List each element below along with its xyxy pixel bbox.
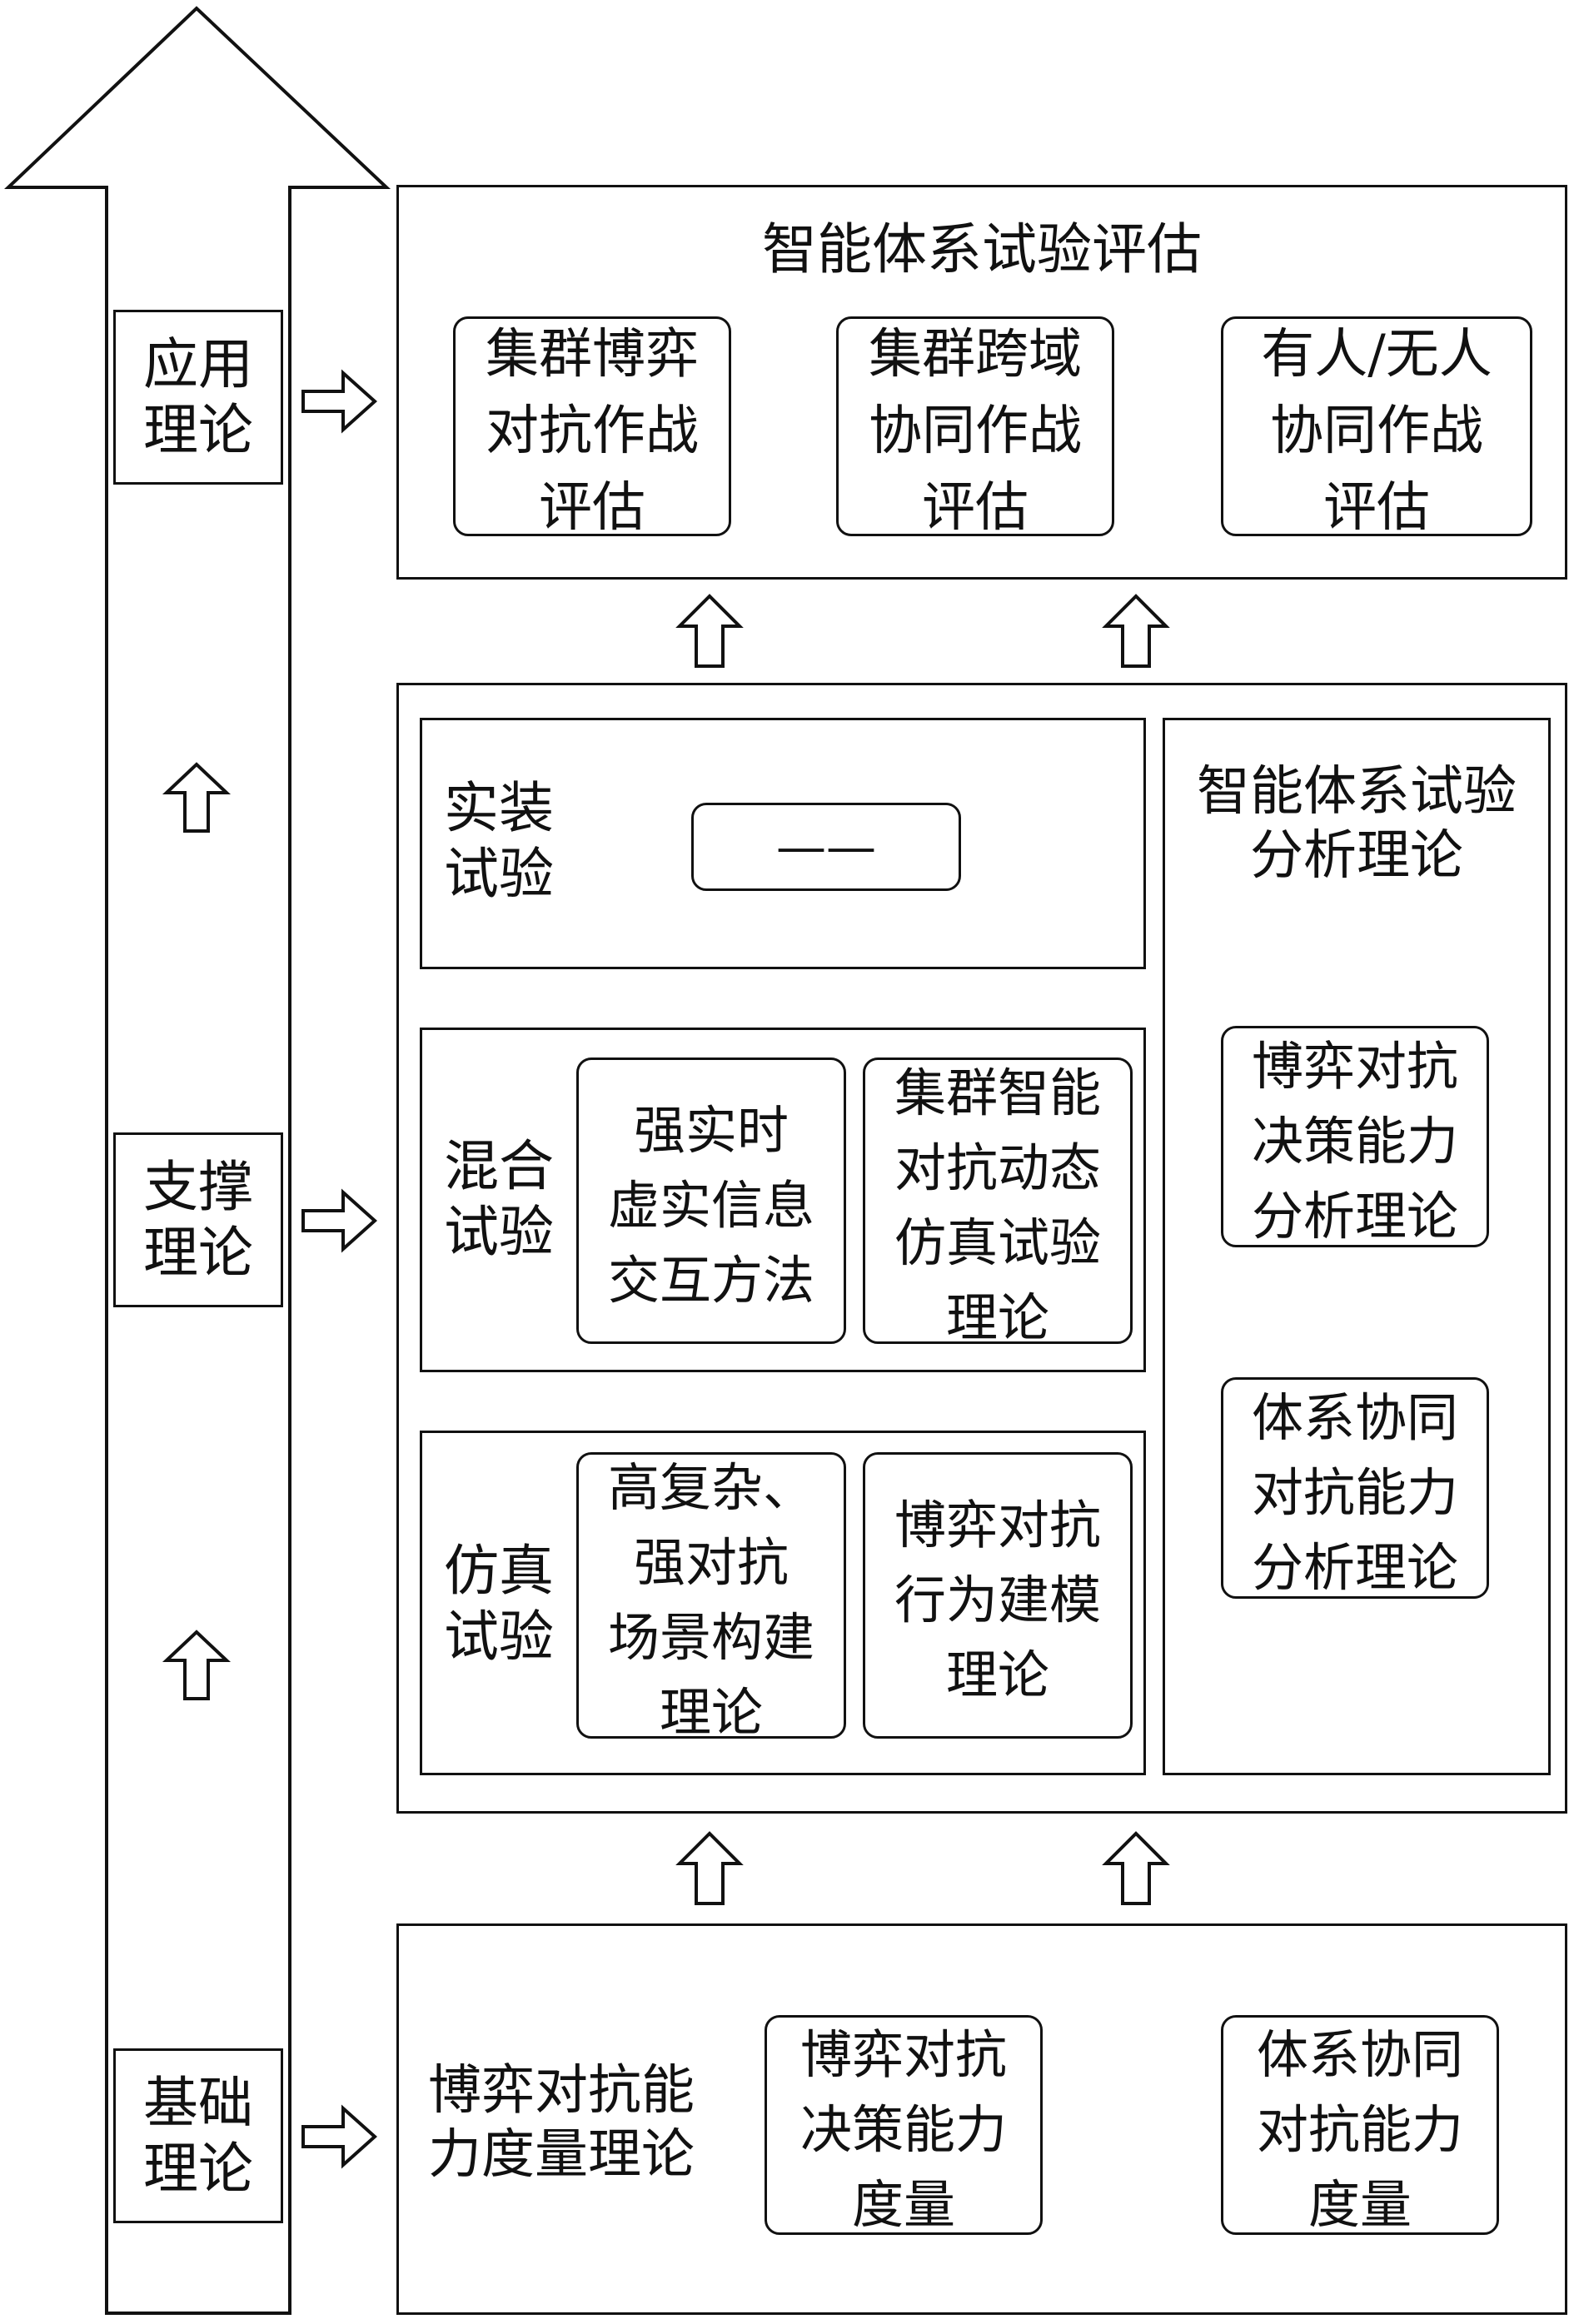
up-arrow-bottom-mid-2 [1102,1831,1170,1905]
up-arrow-mid-top-2 [1102,594,1170,668]
analysis-item-2: 体系协同 对抗能力 分析理论 [1221,1377,1489,1599]
up-arrow-bottom-mid-1 [675,1831,744,1905]
top-item-1: 集群博弈 对抗作战 评估 [453,316,731,539]
hybrid-test-label: 混合 试验 [444,1133,554,1264]
up-arrow-small-2 [162,1630,232,1700]
level-foundation: 基础 理论 [113,2048,283,2223]
up-arrow-small-1 [162,762,232,833]
bottom-item-1: 博弈对抗 决策能力 度量 [765,2015,1043,2235]
top-item-2: 集群跨域 协同作战 评估 [836,316,1114,539]
real-test-placeholder: —— [691,803,961,891]
hybrid-item-2: 集群智能 对抗动态 仿真试验 理论 [863,1057,1133,1348]
up-arrow-mid-top-1 [675,594,744,668]
top-item-3: 有人/无人 协同作战 评估 [1221,316,1532,539]
level-support: 支撑 理论 [113,1132,283,1307]
bottom-title: 博弈对抗能 力度量理论 [428,2060,695,2186]
top-title: 智能体系试验评估 [762,217,1202,282]
level-application: 应用 理论 [113,310,283,485]
analysis-title: 智能体系试验 分析理论 [1197,761,1517,887]
hybrid-item-1: 强实时 虚实信息 交互方法 [576,1057,846,1344]
bottom-item-2: 体系协同 对抗能力 度量 [1221,2015,1499,2235]
sim-item-1: 高复杂、 强对抗 场景构建 理论 [576,1452,846,1743]
right-arrow-application [301,369,377,434]
sim-test-label: 仿真 试验 [444,1538,554,1669]
right-arrow-support [301,1188,377,1253]
real-test-label: 实装 试验 [444,775,554,906]
analysis-item-1: 博弈对抗 决策能力 分析理论 [1221,1026,1489,1247]
sim-item-2: 博弈对抗 行为建模 理论 [863,1452,1133,1739]
big-up-arrow [3,6,391,2315]
right-arrow-foundation [301,2104,377,2169]
